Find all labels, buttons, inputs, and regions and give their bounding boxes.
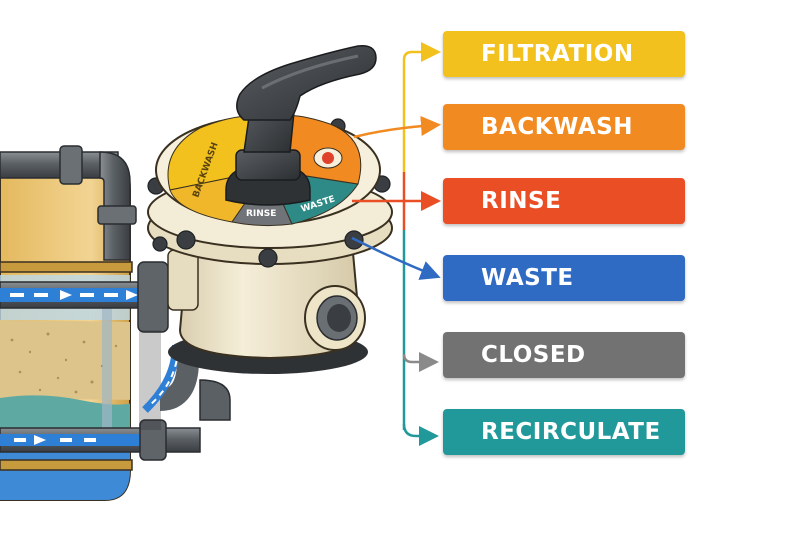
mode-label-recirculate: RECIRCULATE: [443, 409, 685, 455]
connector-lines: [351, 42, 441, 446]
bottom-pipe: [0, 330, 231, 461]
valve-handle: [225, 45, 377, 206]
dial-label-rinse: RINSE: [246, 209, 276, 219]
mode-label-filtration: FILTRATION: [443, 31, 685, 77]
mode-label-text: RINSE: [481, 188, 562, 214]
top-return-pipe: [0, 145, 137, 261]
mode-label-text: CLOSED: [481, 342, 586, 368]
mode-label-text: RECIRCULATE: [481, 419, 661, 445]
mode-label-closed: CLOSED: [443, 332, 685, 378]
mode-label-waste: WASTE: [443, 255, 685, 301]
mode-label-backwash: BACKWASH: [443, 104, 685, 150]
mode-label-text: FILTRATION: [481, 41, 634, 67]
mode-label-rinse: RINSE: [443, 178, 685, 224]
mode-label-text: BACKWASH: [481, 114, 633, 140]
flange-bolts: [147, 110, 391, 268]
mode-label-text: WASTE: [481, 265, 574, 291]
